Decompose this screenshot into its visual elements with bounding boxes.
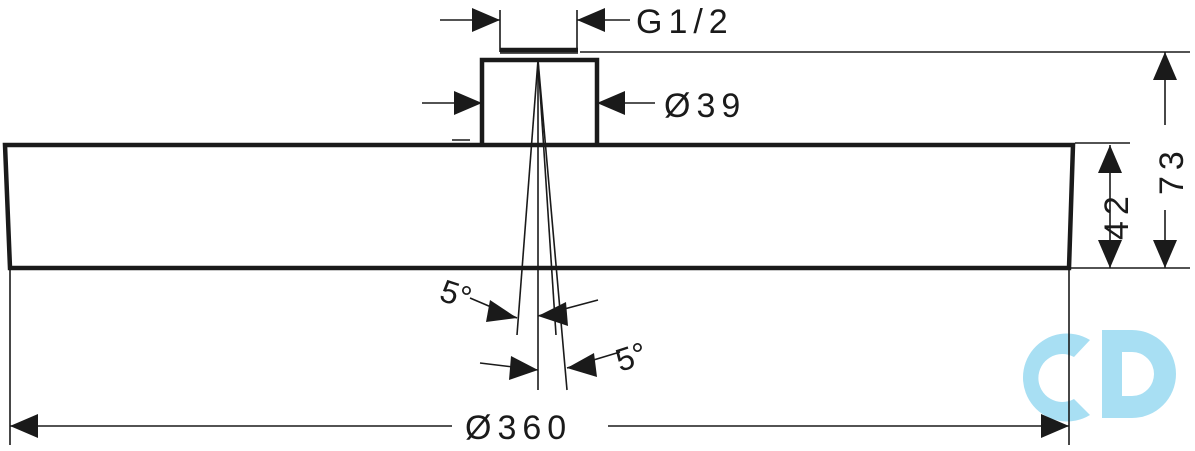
spray-angle-lines <box>516 59 568 391</box>
head-height-label: 42 <box>1098 190 1136 240</box>
connector-diameter-label: Ø39 <box>664 87 746 125</box>
head-height-dimension: 42 <box>1098 145 1136 268</box>
angle-left-label: 5° <box>436 272 476 316</box>
angle-right-label: 5° <box>611 335 651 379</box>
head-diameter-label: Ø360 <box>465 409 572 447</box>
thread-label: G1/2 <box>636 3 734 41</box>
angle-left-dimension: 5° <box>436 272 599 326</box>
total-height-dimension: 73 <box>1153 52 1191 268</box>
connector-body <box>452 47 600 143</box>
extension-lines <box>9 10 1190 445</box>
shower-head-body <box>2 142 1076 271</box>
total-height-label: 73 <box>1153 145 1191 195</box>
connector-diameter-dimension: Ø39 <box>422 87 746 125</box>
head-diameter-dimension: Ø360 <box>10 409 1069 447</box>
thread-dimension: G1/2 <box>440 3 734 41</box>
watermark-logo <box>1022 330 1176 422</box>
